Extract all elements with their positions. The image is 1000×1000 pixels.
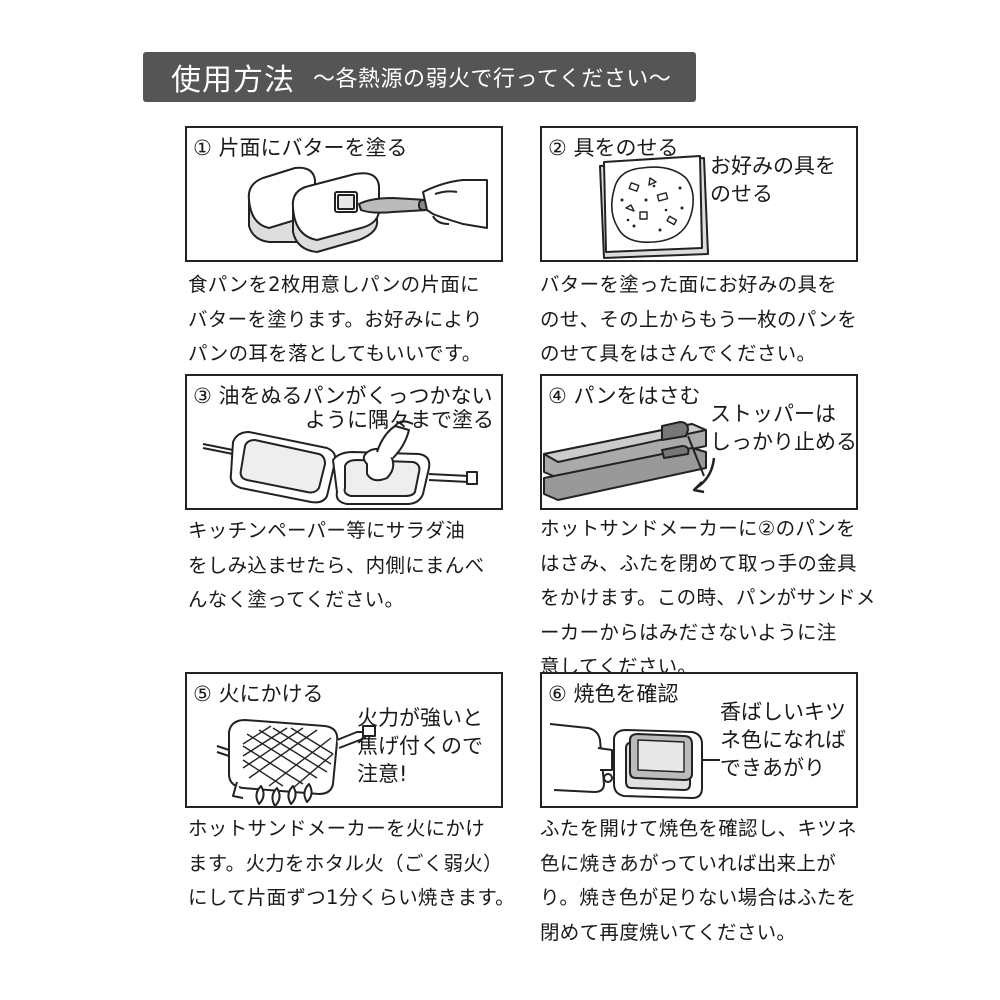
- step-5-title: ⑤ 火にかける: [193, 682, 324, 706]
- bread-with-filling-illustration: [599, 155, 709, 259]
- step-6-title: ⑥ 焼色を確認: [548, 682, 679, 706]
- header-subtitle: ～各熱源の弱火で行ってください～: [313, 67, 672, 92]
- step-4-title: ④ パンをはさむ: [548, 384, 701, 408]
- step-3-description: キッチンペーパー等にサラダ油 をしみ込ませたら、内側にまんべ んなく塗ってくださ…: [188, 519, 485, 611]
- step-2-panel: ② 具をのせる お好みの具を のせる: [540, 126, 858, 262]
- step-1-description: 食パンを2枚用意しパンの片面に バターを塗ります。お好みにより パンの耳を落とし…: [188, 273, 483, 365]
- step-3-panel: ③ 油をぬるパンがくっつかない ように隅々まで塗る: [185, 374, 503, 510]
- usage-header: 使用方法 ～各熱源の弱火で行ってください～: [143, 52, 696, 102]
- step-5-panel: ⑤ 火にかける 火力が強いと 焦げ付くので 注意!: [185, 672, 503, 808]
- closed-pan-stopper-illustration: [543, 421, 716, 501]
- header-title: 使用方法: [171, 63, 295, 98]
- pan-on-fire-illustration: [216, 719, 376, 806]
- open-pan-toasted-illustration: [549, 723, 720, 799]
- step-4-note: ストッパーは しっかり止める: [710, 402, 857, 454]
- step-2-note: お好みの具を のせる: [710, 154, 836, 206]
- step-6-note: 香ばしいキツ ネ色になれば できあがり: [720, 700, 846, 780]
- step-4-description: ホットサンドメーカーに②のパンを はさみ、ふたを閉めて取っ手の金具 をかけます。…: [540, 517, 876, 678]
- step-1-title: ① 片面にバターを塗る: [193, 136, 408, 160]
- step-3-title: ③ 油をぬるパンがくっつかない: [193, 384, 493, 408]
- step-1-panel: ① 片面にバターを塗る: [185, 126, 503, 262]
- step-6-description: ふたを開けて焼色を確認し、キツネ 色に焼きあがっていれば出来上が り。焼き色が足…: [540, 817, 857, 944]
- step-4-panel: ④ パンをはさむ ストッパーは しっかり止める: [540, 374, 858, 510]
- butter-bread-illustration: [247, 166, 488, 253]
- step-5-note: 火力が強いと 焦げ付くので 注意!: [357, 706, 483, 786]
- step-3-note: ように隅々まで塗る: [305, 408, 494, 432]
- step-6-panel: ⑥ 焼色を確認 香ばしいキツ ネ色になれば できあがり: [540, 672, 858, 808]
- step-2-title: ② 具をのせる: [548, 136, 679, 160]
- step-5-description: ホットサンドメーカーを火にかけ ます。火力をホタル火（ごく弱火） にして片面ずつ…: [188, 817, 515, 909]
- step-2-description: バターを塗った面にお好みの具を のせ、その上からもう一枚のパンを のせて具をはさ…: [540, 273, 858, 365]
- oiling-pan-illustration: [202, 420, 478, 505]
